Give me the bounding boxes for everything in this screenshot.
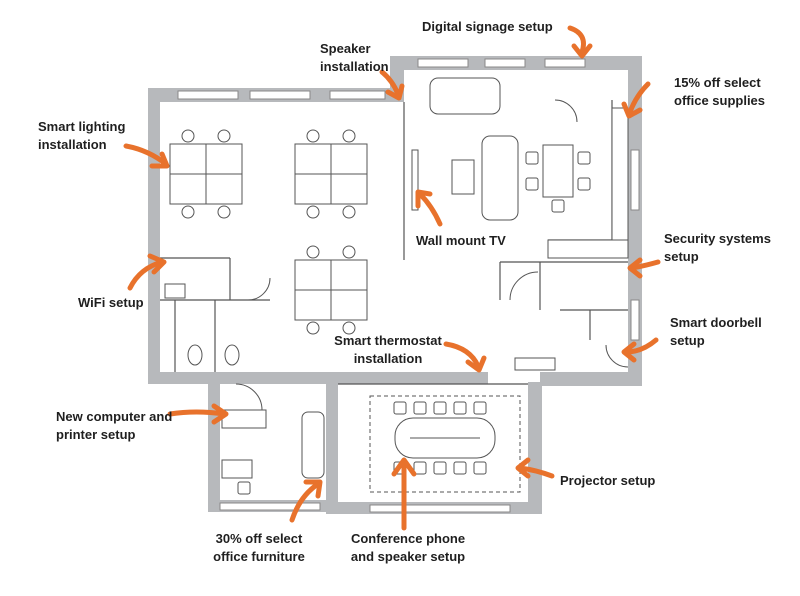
arrow-conference-phone [391,457,417,531]
label-new-computer-printer: New computer and printer setup [56,409,173,442]
label-security-systems: Security systems setup [664,231,771,264]
arrow-furniture [289,479,323,523]
arrow-office-supplies [621,81,651,119]
label-smart-thermostat: Smart thermostat installation [334,333,442,366]
walls [148,56,642,514]
doors [235,99,629,411]
windows [177,58,640,513]
label-smart-lighting: Smart lighting installation [38,119,126,152]
arrow-wifi [127,253,167,291]
arrow-smart-lighting [123,143,170,169]
dining-table [525,144,591,213]
desk-clusters [169,129,368,335]
label-office-furniture: 30% off select office furniture [213,531,305,564]
arrow-projector [515,457,555,479]
arrow-wall-mount-tv [415,189,443,227]
label-wall-mount-tv: Wall mount TV [416,233,506,248]
arrow-doorbell [621,337,659,363]
label-smart-doorbell: Smart doorbell setup [670,315,762,348]
label-projector-setup: Projector setup [560,473,656,488]
arrow-security [627,257,661,279]
lounge-furniture [411,77,519,221]
arrow-computer [167,403,229,425]
label-digital-signage: Digital signage setup [422,19,553,34]
arrow-thermostat [443,341,487,373]
callout-arrows [123,25,661,531]
kitchen-counter [547,107,629,259]
label-conference-phone: Conference phone and speaker setup [350,531,466,564]
arrow-digital-signage [567,25,593,59]
label-office-supplies: 15% off select office supplies [674,75,766,108]
label-wifi-setup: WiFi setup [78,295,144,310]
conference-table [369,395,521,493]
reception-bench [514,357,556,371]
label-speaker-installation: Speaker installation [320,41,389,74]
arrow-speaker [379,69,405,101]
restroom-fixtures [164,283,240,366]
